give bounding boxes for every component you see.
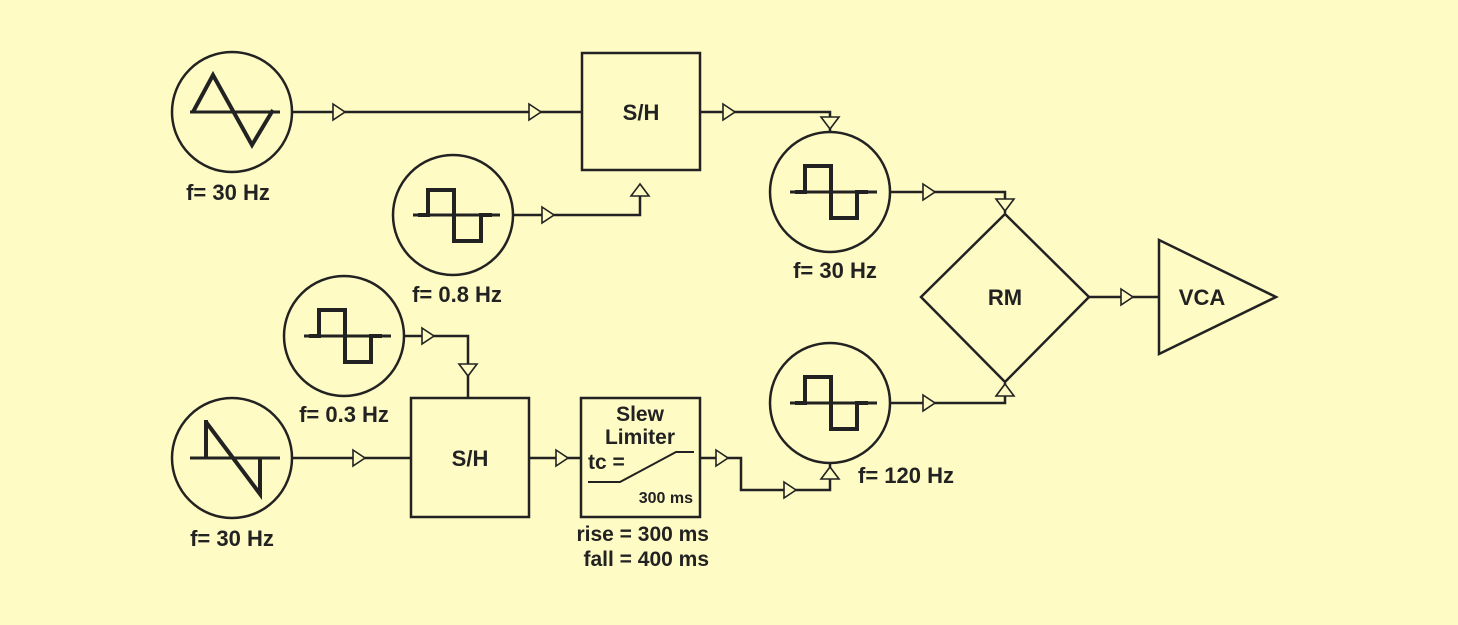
ring-modulator: RM xyxy=(919,212,1091,384)
square-wave-icon xyxy=(795,375,868,431)
freq-label: f= 120 Hz xyxy=(858,463,954,488)
sample-hold-box xyxy=(580,51,702,172)
oscillator-3: f= 30 Hz xyxy=(768,130,892,283)
slew-rise-label: rise = 300 ms xyxy=(576,523,709,546)
arrow-down-icon xyxy=(457,363,479,378)
slew-fall-label: fall = 400 ms xyxy=(584,548,710,571)
arrow-right-icon xyxy=(715,448,730,468)
arrowheads xyxy=(332,102,1135,500)
freq-label: f= 0.8 Hz xyxy=(412,282,502,307)
vca: VCA xyxy=(1157,238,1279,356)
oscillator-1: f= 30 Hz xyxy=(170,50,294,205)
arrow-right-icon xyxy=(922,182,937,202)
square-wave-icon xyxy=(795,164,868,220)
arrow-right-icon xyxy=(722,102,737,122)
arrow-right-icon xyxy=(1120,287,1135,307)
ring-modulator-diamond xyxy=(919,212,1091,384)
arrow-right-icon xyxy=(421,326,436,346)
arrow-right-icon xyxy=(783,480,798,500)
vca-label: VCA xyxy=(1179,285,1226,310)
sample-hold-label: S/H xyxy=(452,446,489,471)
slew-tc-value: 300 ms xyxy=(639,490,693,507)
freq-label: f= 30 Hz xyxy=(793,258,877,283)
arrow-right-icon xyxy=(352,448,367,468)
oscillator-5: f= 30 Hz xyxy=(170,396,294,551)
arrow-up-icon xyxy=(819,465,841,480)
slew-title-line1: Slew xyxy=(616,403,665,426)
ring-modulator-label: RM xyxy=(988,285,1022,310)
square-wave-icon xyxy=(418,188,492,243)
arrow-right-icon xyxy=(332,102,347,122)
triangle-wave-icon xyxy=(191,70,275,149)
arrow-right-icon xyxy=(541,205,556,225)
vca-triangle xyxy=(1157,238,1279,356)
sample-hold-box xyxy=(409,396,531,519)
oscillator-4: f= 0.3 Hz xyxy=(282,274,406,427)
slew-tc-label: tc = xyxy=(588,451,625,474)
arrow-down-icon xyxy=(994,198,1016,213)
freq-label: f= 30 Hz xyxy=(190,526,274,551)
slew-title-line2: Limiter xyxy=(605,426,675,449)
arrow-right-icon xyxy=(922,393,937,413)
sample-hold-label: S/H xyxy=(623,100,660,125)
slew-ramp-icon xyxy=(588,451,694,483)
arrow-up-icon xyxy=(629,182,651,197)
arrow-down-icon xyxy=(819,116,841,131)
slew-limiter: Slew Limiter tc = 300 ms rise = 300 ms f… xyxy=(576,396,710,571)
freq-label: f= 30 Hz xyxy=(186,180,270,205)
oscillator-6: f= 120 Hz xyxy=(768,341,954,488)
arrow-right-icon xyxy=(528,102,543,122)
oscillator-2: f= 0.8 Hz xyxy=(391,153,515,307)
freq-label: f= 0.3 Hz xyxy=(299,402,389,427)
arrow-up-icon xyxy=(994,382,1016,397)
square-wave-icon xyxy=(309,308,382,364)
sample-hold-bottom: S/H xyxy=(409,396,531,519)
slew-limiter-box xyxy=(579,396,702,519)
arrow-right-icon xyxy=(555,448,570,468)
sawtooth-wave-icon xyxy=(204,420,262,500)
sample-hold-top: S/H xyxy=(580,51,702,172)
